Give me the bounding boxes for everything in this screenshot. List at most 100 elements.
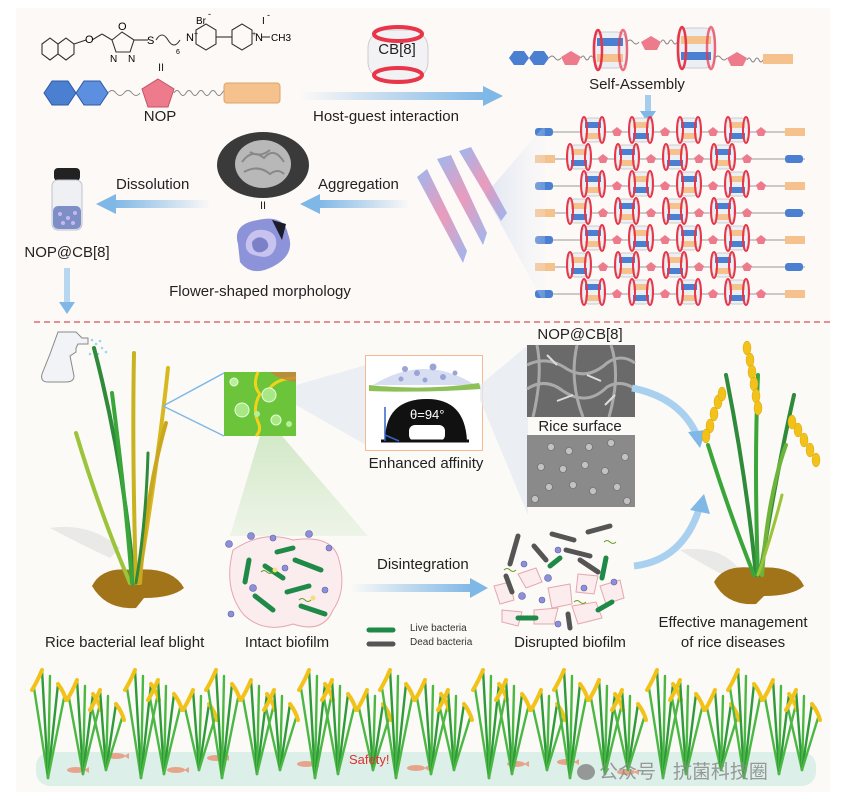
end-naphthyl	[785, 155, 803, 163]
leaf-blight-label: Rice bacterial leaf blight	[45, 634, 205, 651]
rice-paddy-field	[30, 668, 822, 786]
rice-grain	[703, 688, 717, 712]
cb8-ring	[742, 170, 750, 198]
network-chain	[535, 197, 805, 225]
end-naphthyl	[785, 263, 803, 271]
pyridinium-ring-1	[195, 23, 217, 51]
rice-grain	[529, 688, 543, 712]
nop-schematic	[43, 78, 281, 108]
aggregation-label: Aggregation	[318, 176, 399, 193]
oxadiazole-unit	[756, 181, 766, 190]
guest-unit	[715, 160, 731, 166]
oxadiazole-unit	[612, 181, 622, 190]
guest-unit	[585, 295, 601, 301]
flower-equals-mark: II	[259, 200, 267, 212]
cb8-ring	[566, 197, 574, 225]
cb8-ring	[584, 197, 592, 225]
rice-grain	[346, 692, 358, 712]
subscript-6: 6	[176, 49, 180, 56]
nop-label: NOP	[143, 108, 177, 125]
contact-angle-inset	[365, 355, 483, 451]
naphthalene-ring-1	[41, 37, 59, 61]
cb8-ring	[728, 251, 736, 279]
atom-n3: N	[186, 32, 194, 44]
cb8-ring	[646, 278, 654, 306]
end-naphthyl	[785, 209, 803, 217]
leaf-to-biofilm-beam	[230, 436, 368, 536]
end-viologen	[535, 209, 555, 217]
atom-o2: O	[118, 21, 127, 33]
guest-unit	[715, 203, 731, 209]
rice-grain	[810, 702, 822, 722]
rice-grain	[172, 692, 184, 712]
charge-br: -	[208, 9, 211, 19]
guest-unit	[633, 284, 649, 290]
guest-unit	[633, 230, 649, 236]
oxadiazole-unit	[756, 289, 766, 298]
cb8-ring	[614, 251, 622, 279]
section-divider	[34, 321, 830, 323]
live-bacteria-legend-label: Live bacteria	[410, 623, 467, 634]
guest-unit	[667, 268, 683, 274]
viologen-unit	[223, 82, 281, 104]
sem-to-healthy-arrow	[631, 384, 706, 448]
cb8-ring	[580, 116, 588, 144]
rice-grain	[578, 682, 590, 702]
cb8-ring	[742, 116, 750, 144]
cb8-label: CB[8]	[378, 41, 416, 58]
dead-bacteria-legend-label: Dead bacteria	[410, 637, 473, 648]
atom-br: Br	[196, 16, 207, 27]
oxadiazole-unit	[646, 154, 656, 163]
fish-icon	[67, 767, 89, 773]
cb8-ring	[680, 197, 688, 225]
guest-unit	[585, 187, 601, 193]
affinity-to-sem-fan	[480, 345, 528, 515]
watermark: 公众号 · 抗菌科技圈	[577, 757, 768, 784]
cb8-ring	[614, 197, 622, 225]
live-bacteria-legend-icon	[366, 627, 396, 633]
naphthalene-ring-2	[57, 37, 75, 61]
oxadiazole-unit	[612, 235, 622, 244]
rice-surface-label: Rice surface	[538, 418, 622, 435]
rice-grain	[462, 702, 474, 722]
guest-unit	[585, 284, 601, 290]
cb8-ring	[724, 224, 732, 252]
oxadiazole-unit	[660, 181, 670, 190]
oxadiazole-unit	[756, 235, 766, 244]
rice-plant	[30, 668, 68, 780]
atom-i: I	[262, 16, 265, 27]
guest-unit	[619, 214, 635, 220]
sem-rice-surface-image	[527, 435, 635, 507]
guest-unit	[571, 268, 587, 274]
oxadiazole-unit	[742, 262, 752, 271]
end-viologen	[785, 290, 805, 298]
rice-grain	[761, 678, 775, 702]
guest-unit	[633, 295, 649, 301]
flower-morphology-label: Flower-shaped morphology	[169, 283, 351, 300]
oxadiazole-unit	[141, 78, 175, 108]
guest-unit	[633, 122, 649, 128]
naphthyl-unit-1	[43, 80, 77, 106]
cb8-ring	[628, 170, 636, 198]
guest-unit	[571, 149, 587, 155]
rice-grain	[378, 668, 392, 692]
oxadiazole-unit	[598, 154, 608, 163]
guest-unit	[633, 241, 649, 247]
guest-unit	[585, 230, 601, 236]
cb8-ring	[710, 197, 718, 225]
wechat-icon	[577, 764, 595, 780]
cb8-ring	[598, 170, 606, 198]
guest-unit	[681, 122, 697, 128]
end-viologen	[785, 236, 805, 244]
cb8-ring	[676, 170, 684, 198]
rice-grain	[30, 668, 44, 692]
rice-grain	[587, 678, 601, 702]
self-assembly-complex	[509, 25, 793, 72]
cb8-ring	[662, 251, 670, 279]
molecule-equals-mark: II	[157, 62, 165, 74]
network-chain	[535, 278, 805, 306]
safety-label: Safety!	[349, 752, 390, 767]
disintegration-arrow	[350, 578, 488, 598]
cb8-ring	[632, 143, 640, 171]
cb8-ring	[728, 143, 736, 171]
